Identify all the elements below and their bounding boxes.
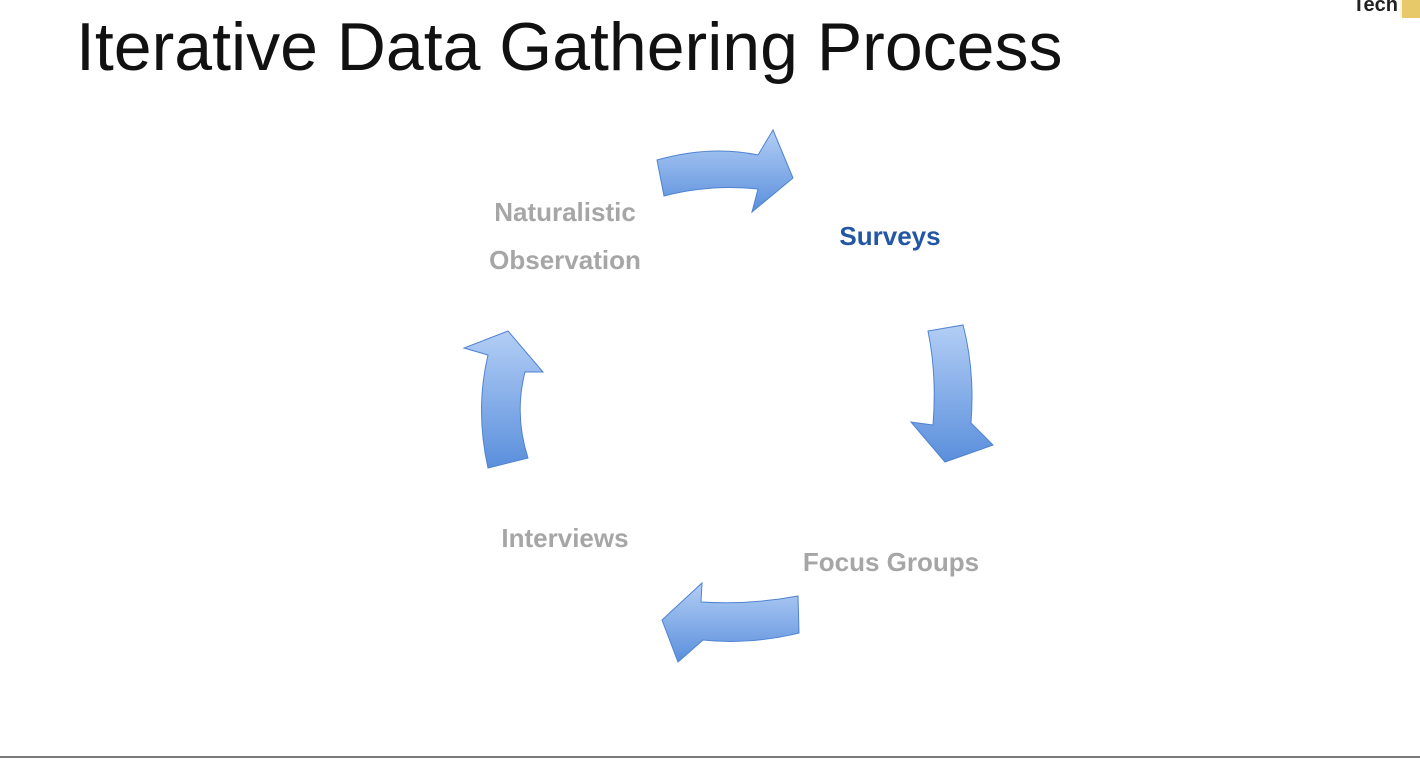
- logo-mark: [1400, 0, 1420, 18]
- logo-text: Tech: [1352, 0, 1398, 16]
- stage-naturalistic-observation: Naturalistic Observation: [445, 188, 685, 284]
- logo: Tech: [1324, 0, 1420, 18]
- stage-interviews: Interviews: [455, 514, 675, 562]
- arrow-focus-groups-to-interviews: [661, 581, 800, 663]
- arrow-surveys-to-focus-groups: [909, 324, 994, 463]
- stage-label-line: Interviews: [501, 523, 629, 553]
- stage-label-line: Naturalistic: [494, 197, 636, 227]
- bottom-divider: [0, 756, 1420, 758]
- stage-label-line: Observation: [489, 245, 641, 275]
- stage-focus-groups: Focus Groups: [771, 538, 1011, 586]
- stage-surveys: Surveys: [790, 212, 990, 260]
- arrow-interviews-to-observation: [462, 330, 545, 469]
- stage-label-line: Surveys: [839, 221, 941, 251]
- stage-label-line: Focus Groups: [802, 547, 980, 577]
- slide-title: Iterative Data Gathering Process: [76, 9, 1063, 85]
- arrow-observation-to-surveys: [656, 128, 794, 214]
